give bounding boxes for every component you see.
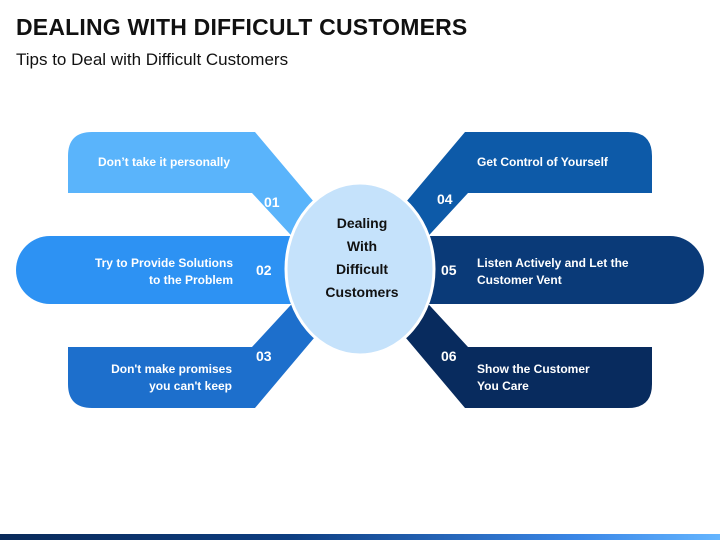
center-line-1: Dealing [336, 215, 388, 231]
tip-05-shape [390, 236, 704, 304]
center-line-3: Difficult [335, 261, 389, 277]
page-subtitle: Tips to Deal with Difficult Customers [16, 50, 289, 69]
tip-01-number: 01 [264, 194, 280, 210]
tip-05-number: 05 [441, 262, 457, 278]
tip-02-text-line2: to the Problem [148, 273, 233, 287]
tip-06-label: Show the Customer You Care [477, 361, 647, 395]
center-hub [284, 181, 436, 357]
footer-gradient-bar [0, 534, 720, 540]
tip-02-shape [16, 236, 330, 304]
tip-01-text: Don’t take it personally [98, 155, 231, 169]
tip-03-text-line1: Don't make promises [111, 362, 232, 376]
center-line-2: With [346, 238, 378, 254]
center-line-4: Customers [325, 284, 399, 300]
tip-01-label: Don’t take it personally [98, 154, 258, 171]
page-title: DEALING WITH DIFFICULT CUSTOMERS [16, 14, 468, 40]
tip-02-text-line1: Try to Provide Solutions [94, 256, 233, 270]
tip-04-shape [395, 132, 652, 245]
tip-03-text-line2: you can't keep [149, 379, 232, 393]
tip-03-shape [68, 295, 325, 408]
tip-06-shape [395, 295, 652, 408]
tip-05-label: Listen Actively and Let the Customer Ven… [477, 255, 662, 289]
tip-05-text-line2: Customer Vent [477, 273, 562, 287]
tip-05-text-line1: Listen Actively and Let the [477, 256, 629, 270]
tip-06-text-line1: Show the Customer [477, 362, 590, 376]
tip-04-label: Get Control of Yourself [477, 154, 647, 171]
tip-04-number: 04 [437, 191, 453, 207]
tip-03-label: Don't make promises you can't keep [80, 361, 232, 395]
tip-06-number: 06 [441, 348, 457, 364]
center-hub-label: Dealing With Difficult Customers [287, 212, 437, 304]
tip-04-text: Get Control of Yourself [477, 155, 608, 169]
tip-06-text-line2: You Care [477, 379, 529, 393]
tip-02-label: Try to Provide Solutions to the Problem [60, 255, 233, 289]
tip-02-number: 02 [256, 262, 272, 278]
tip-01-shape [68, 132, 325, 245]
tip-03-number: 03 [256, 348, 272, 364]
